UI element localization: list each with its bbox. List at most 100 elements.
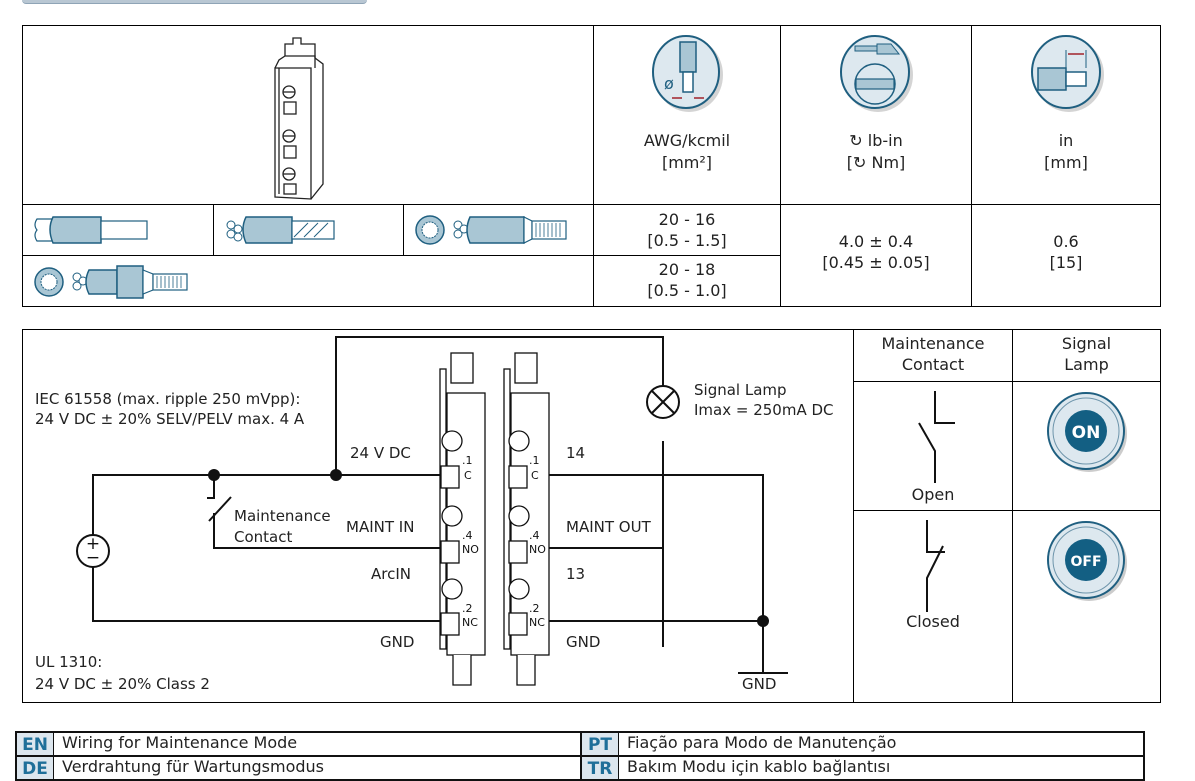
- terminal-mark-right-4: .4: [529, 529, 540, 542]
- footer-text-en: Wiring for Maintenance Mode: [62, 733, 298, 752]
- mm2-value-row2: [0.5 - 1.0]: [647, 281, 727, 300]
- stranded-conductor-icon: [226, 216, 335, 244]
- terminal-mark-right-c: C: [531, 469, 539, 482]
- state-header-lamp-line2: Lamp: [1064, 355, 1109, 374]
- dc-source-symbol: [76, 534, 110, 568]
- wiring-schematic: + −: [76, 336, 788, 686]
- svg-text:+: +: [86, 534, 100, 554]
- terminal-mark-right-1: .1: [529, 454, 540, 467]
- supply-ul-line2: 24 V DC ± 20% Class 2: [35, 675, 210, 693]
- conductor-cell-stranded: [213, 204, 404, 256]
- terminal-mark-left-no: NO: [462, 543, 479, 556]
- terminal-label-gnd-right: GND: [566, 633, 601, 651]
- mm2-value-row1: [0.5 - 1.5]: [647, 231, 727, 250]
- terminal-label-maint-out: MAINT OUT: [566, 518, 651, 536]
- open-contact-symbol: [918, 391, 955, 483]
- state-header-lamp: Signal Lamp: [1012, 329, 1161, 382]
- footer-row-en: EN Wiring for Maintenance Mode: [15, 731, 582, 757]
- conductor-cell-ferrule: [403, 204, 594, 256]
- awg-value-row1: 20 - 16: [658, 210, 716, 229]
- maint-contact-label-2: Contact: [234, 528, 293, 546]
- ground-label: GND: [742, 675, 777, 693]
- state-closed-contact: Closed: [853, 510, 1013, 703]
- terminal-mark-right-2: .2: [529, 602, 540, 615]
- strip-length-icon: [1031, 35, 1104, 112]
- footer-row-tr: TR Bakım Modu için kablo bağlantısı: [580, 755, 1145, 781]
- lamp-label-2: Imax = 250mA DC: [694, 401, 834, 419]
- header-mm2-label: [mm²]: [661, 153, 713, 172]
- terminal-mark-left-2: .2: [462, 602, 473, 615]
- state-header-contact-line1: Maintenance: [881, 334, 985, 353]
- conductor-cell-insulated-ferrule: [22, 255, 594, 307]
- state-header-contact-line2: Contact: [901, 355, 965, 374]
- svg-text:−: −: [86, 548, 100, 568]
- terminal-label-14: 14: [566, 444, 586, 462]
- terminal-label-arcin: ArcIN: [371, 565, 411, 583]
- terminal-label-24vdc: 24 V DC: [350, 444, 411, 462]
- closed-contact-symbol: [926, 520, 945, 612]
- header-awg-label: AWG/kcmil: [643, 131, 731, 150]
- state-open-contact: Open: [853, 381, 1013, 511]
- device-image-cell: [22, 25, 594, 205]
- state-header-contact: Maintenance Contact: [853, 329, 1013, 382]
- terminal-mark-left-1: .1: [462, 454, 473, 467]
- awg-cell-row1: 20 - 16 [0.5 - 1.5]: [593, 204, 781, 256]
- state-open-label: Open: [911, 485, 955, 504]
- supply-iec-line2: 24 V DC ± 20% SELV/PELV max. 4 A: [35, 410, 305, 428]
- svg-text:ø: ø: [664, 74, 674, 93]
- strip-in-value: 0.6: [1053, 232, 1079, 251]
- header-mm-label: [mm]: [1044, 153, 1088, 172]
- header-in-label: in: [1058, 131, 1074, 150]
- header-torque: ↻ lb-in [↻ Nm]: [780, 25, 972, 205]
- solid-conductor-icon: [34, 216, 148, 244]
- torque-value-cell: 4.0 ± 0.4 [0.45 ± 0.05]: [780, 204, 972, 307]
- header-cross-section: ø AWG/kcmil [mm²]: [593, 25, 781, 205]
- strip-mm-value: [15]: [1049, 253, 1083, 272]
- footer-text-de: Verdrahtung für Wartungsmodus: [62, 757, 324, 776]
- terminal-mark-right-nc: NC: [529, 616, 545, 629]
- state-off-lamp: OFF: [1012, 510, 1161, 703]
- lang-code-de: DE: [17, 757, 54, 779]
- wiring-diagram: + −: [22, 329, 854, 703]
- terminal-mark-left-nc: NC: [462, 616, 478, 629]
- footer-text-pt: Fiação para Modo de Manutenção: [627, 733, 897, 752]
- header-bar: [22, 0, 367, 4]
- contact-module-image: [274, 37, 324, 200]
- lamp-label-1: Signal Lamp: [694, 381, 787, 399]
- terminal-mark-left-c: C: [464, 469, 472, 482]
- header-lbin-label: ↻ lb-in: [849, 131, 903, 150]
- footer-row-pt: PT Fiação para Modo de Manutenção: [580, 731, 1145, 757]
- terminal-label-gnd-left: GND: [380, 633, 415, 651]
- finely-stranded-insulated-ferrule-icon: [34, 265, 188, 299]
- signal-lamp-symbol: [646, 385, 680, 419]
- lamp-off-icon: OFF: [1047, 521, 1127, 601]
- header-nm-label: [↻ Nm]: [846, 153, 906, 172]
- conductor-cell-solid: [22, 204, 214, 256]
- torque-lbin-value: 4.0 ± 0.4: [838, 232, 914, 251]
- terminal-mark-left-4: .4: [462, 529, 473, 542]
- terminal-label-13: 13: [566, 565, 586, 583]
- footer-row-de: DE Verdrahtung für Wartungsmodus: [15, 755, 582, 781]
- torque-nm-value: [0.45 ± 0.05]: [822, 253, 930, 272]
- header-strip-length: in [mm]: [971, 25, 1161, 205]
- conductor-cross-section-icon: ø: [652, 35, 723, 112]
- awg-value-row2: 20 - 18: [658, 260, 716, 279]
- state-closed-label: Closed: [906, 612, 960, 631]
- svg-text:ON: ON: [1072, 423, 1101, 443]
- lang-code-tr: TR: [582, 757, 619, 779]
- screw-torque-icon: [840, 35, 913, 112]
- finely-stranded-ferrule-icon: [415, 215, 567, 245]
- terminal-mark-right-no: NO: [529, 543, 546, 556]
- svg-text:OFF: OFF: [1070, 554, 1101, 570]
- terminal-label-maint-in: MAINT IN: [346, 518, 415, 536]
- contact-modules: [439, 352, 550, 686]
- maint-contact-label-1: Maintenance: [234, 507, 331, 525]
- supply-ul-line1: UL 1310:: [35, 653, 103, 671]
- state-header-lamp-line1: Signal: [1061, 334, 1112, 353]
- lang-code-pt: PT: [582, 733, 619, 755]
- lamp-on-icon: ON: [1047, 392, 1127, 472]
- awg-cell-row2: 20 - 18 [0.5 - 1.0]: [593, 255, 781, 307]
- lang-code-en: EN: [17, 733, 54, 755]
- supply-iec-line1: IEC 61558 (max. ripple 250 mVpp):: [35, 390, 301, 408]
- state-on-lamp: ON: [1012, 381, 1161, 511]
